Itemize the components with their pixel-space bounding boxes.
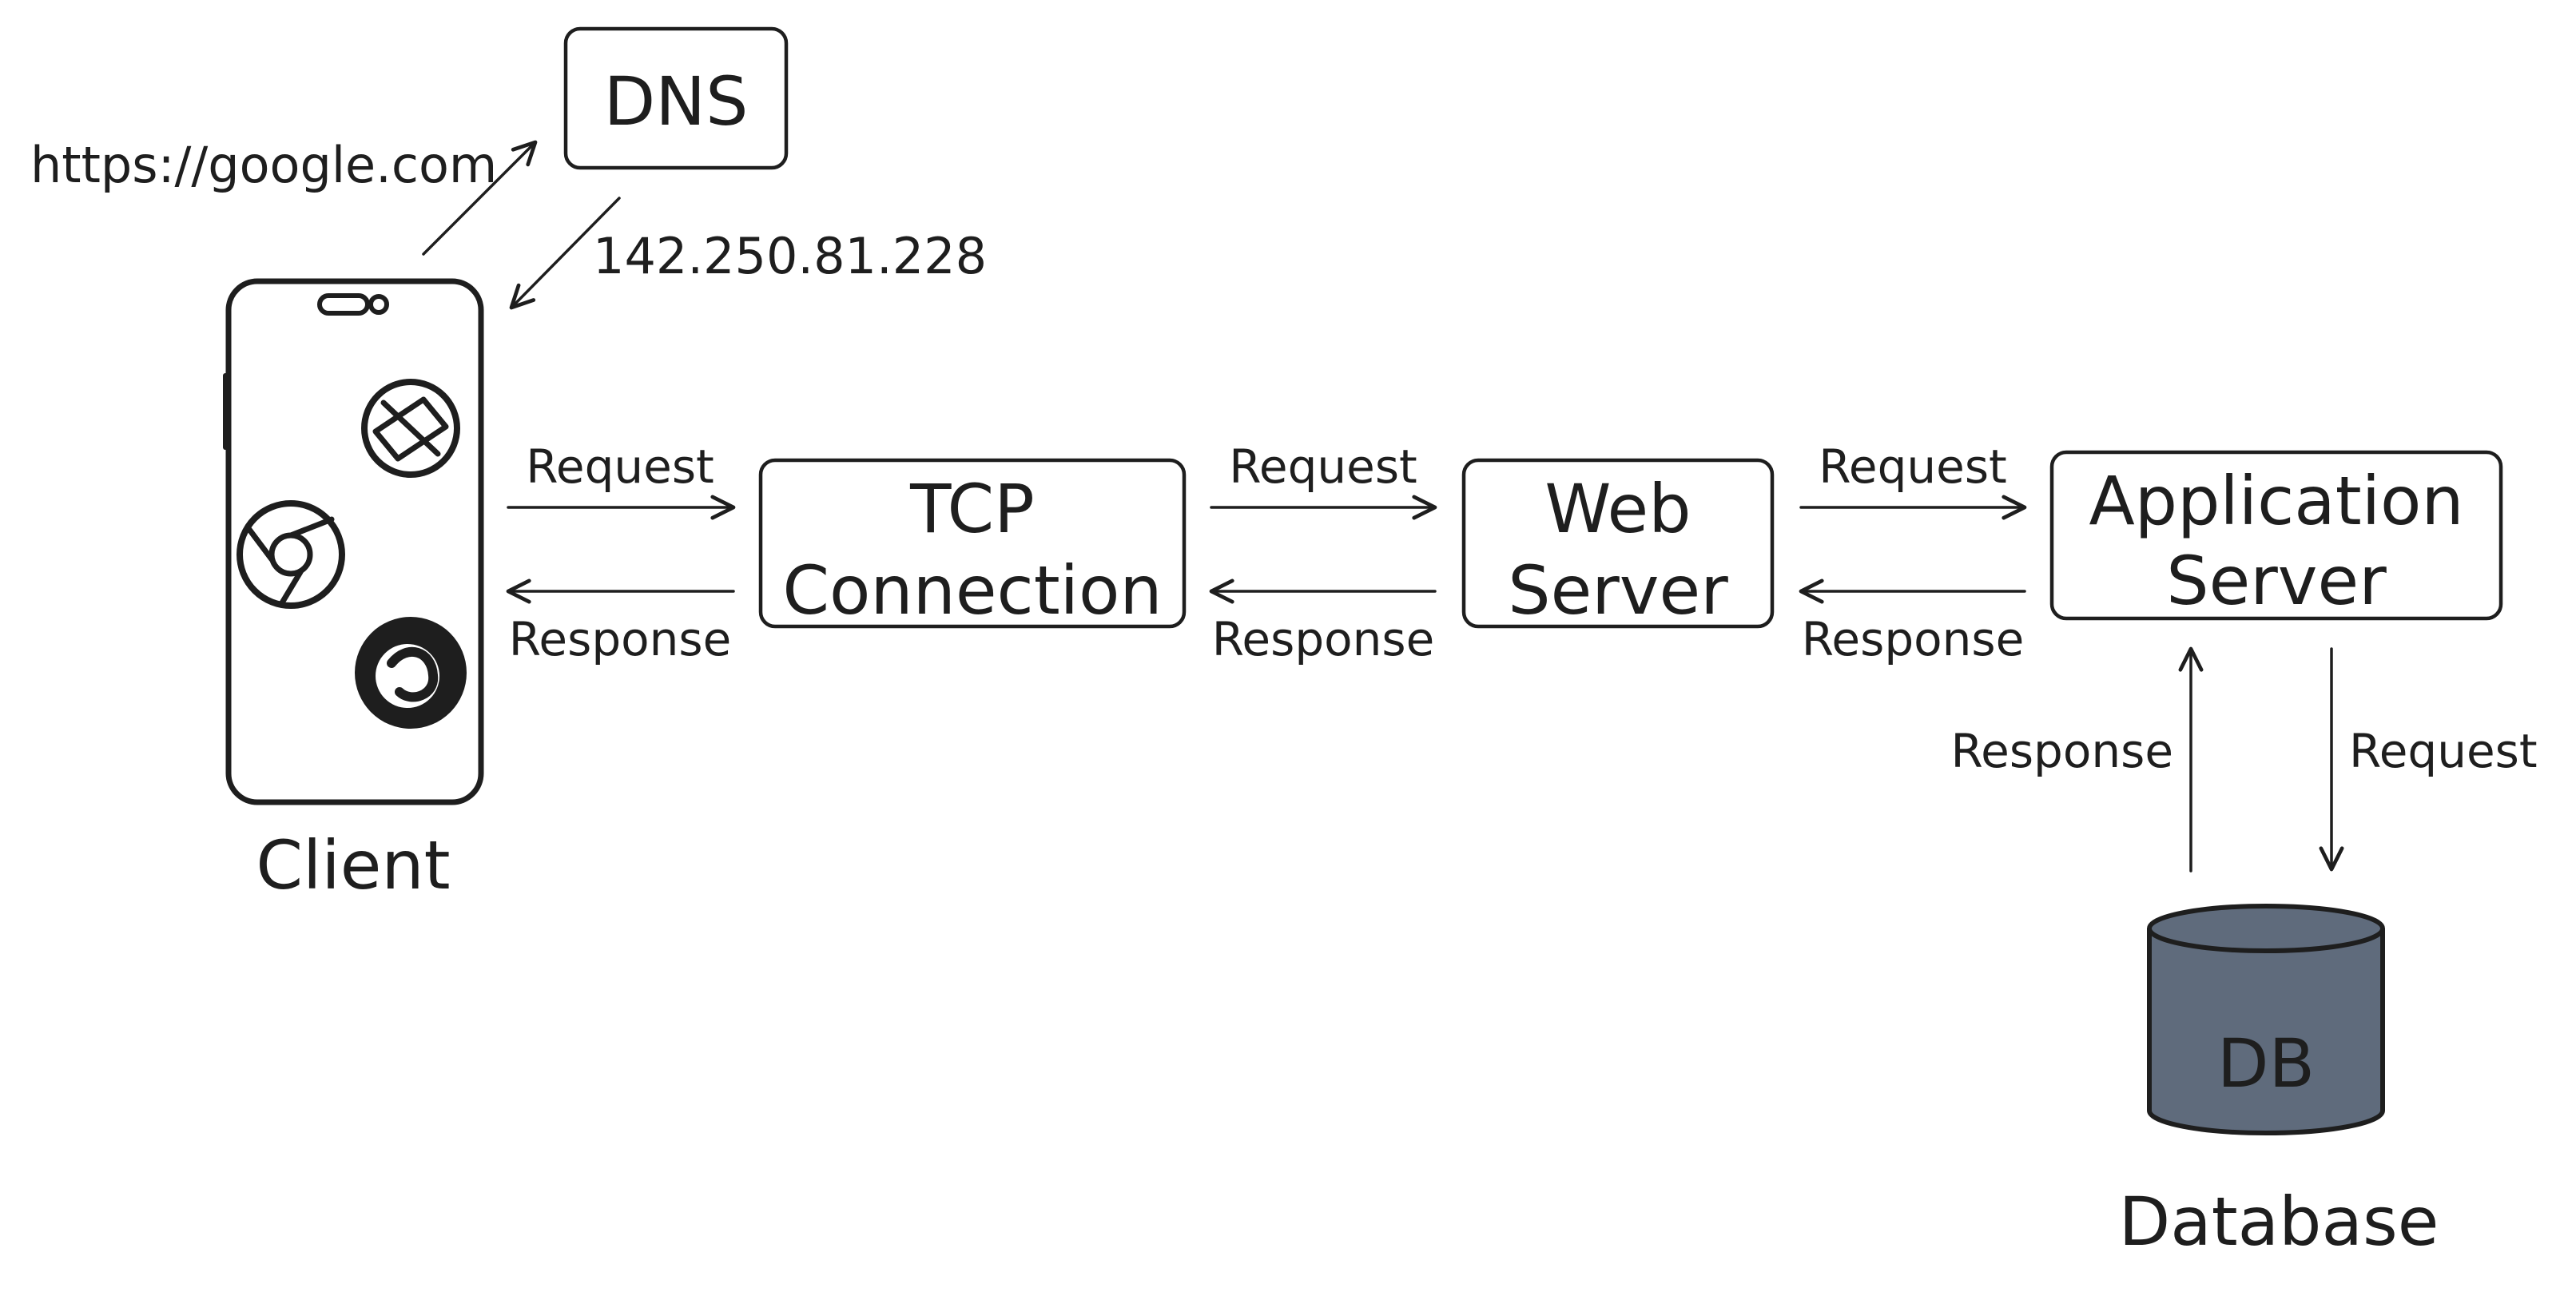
app-label-line1: Application	[2089, 462, 2463, 540]
web-server-node: Web Server	[1461, 458, 1775, 630]
ip-label: 142.250.81.228	[593, 227, 987, 285]
tcp-web-response-label: Response	[1212, 612, 1435, 666]
tcp-label-line1: TCP	[909, 470, 1035, 548]
tcp-label-line2: Connection	[782, 551, 1162, 630]
application-server-node: Application Server	[2049, 450, 2503, 621]
url-label: https://google.com	[30, 136, 497, 194]
web-app-response-label: Response	[1802, 612, 2025, 666]
phone-icon	[223, 278, 484, 805]
dns-node: DNS	[563, 26, 789, 170]
client-tcp-response-label: Response	[509, 612, 732, 666]
database-icon: DB	[2147, 904, 2385, 1135]
database-caption: Database	[2119, 1183, 2439, 1261]
tcp-connection-node: TCP Connection	[758, 458, 1187, 630]
client-to-dns-arrow	[422, 140, 538, 256]
db-label: DB	[2217, 1024, 2315, 1103]
web-app-request-label: Request	[1819, 439, 2007, 494]
firefox-icon	[355, 617, 467, 729]
client-label: Client	[256, 826, 450, 904]
client-tcp-request-label: Request	[526, 439, 714, 494]
chrome-icon	[237, 500, 345, 609]
dns-to-client-arrow	[509, 197, 621, 310]
app-db-request-label: Request	[2349, 724, 2538, 778]
dns-label: DNS	[604, 62, 749, 141]
tcp-web-request-label: Request	[1229, 439, 1417, 494]
safari-icon	[361, 379, 460, 478]
web-label-line1: Web	[1544, 470, 1691, 548]
app-label-line2: Server	[2166, 542, 2387, 620]
web-label-line2: Server	[1508, 551, 1728, 630]
app-db-response-label: Response	[1950, 724, 2173, 778]
